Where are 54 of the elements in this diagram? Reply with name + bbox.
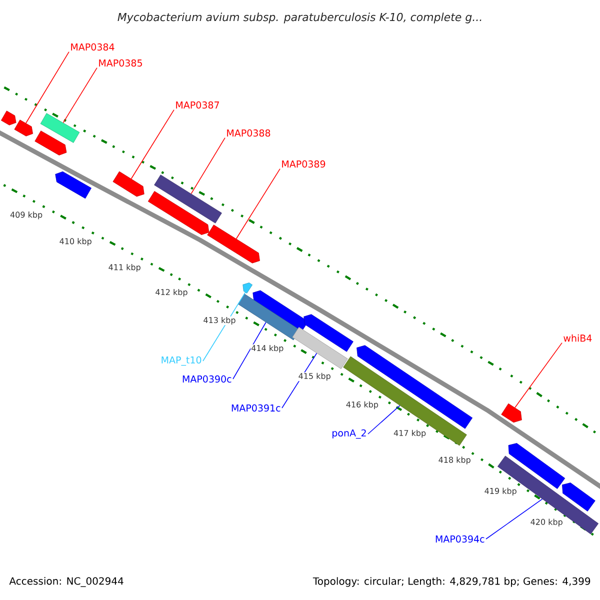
scale-label: 418 kbp [438,456,472,465]
footer-text: Topology: circular; Length: 4,829,781 bp; Genes: 4,399 [312,577,590,587]
gene-label: MAP0390c [182,375,232,383]
scale-label: 416 kbp [345,400,379,410]
gene-label: MAP0388 [227,129,270,137]
scale-label: 411 kbp [108,264,142,272]
gene-feature [501,403,522,423]
gene-feature [34,130,67,156]
gene-label: MAP0391c [232,404,280,412]
gene-label: MAP0384 [71,43,114,51]
scale-label: 419 kbp [484,487,518,496]
gene-label: whiB4 [564,334,592,342]
gene-feature [497,456,599,534]
gene-label: MAP0389 [282,160,326,168]
leader-line [26,51,70,124]
scale-label: 409 kbp [10,211,44,220]
gene-feature [292,326,348,370]
gene-feature [562,482,596,512]
scale-label: 414 kbp [250,344,284,354]
gene-feature [40,113,80,143]
leader-line [486,498,543,540]
leader-line [368,405,400,434]
title: Mycobacterium avium subsp. paratuberculosis K-10, complete g... [118,12,482,24]
gene-feature [55,171,92,199]
scale-label: 410 kbp [58,238,92,246]
leader-line [514,342,562,408]
leader-line [236,168,280,240]
gene-feature [112,171,144,197]
scale-label: 417 kbp [393,429,427,438]
gene-label: MAP_t10 [162,356,202,366]
gene-feature [207,224,260,264]
scale-label: 415 kbp [298,372,332,382]
gene-label: MAP0385 [99,59,142,67]
gene-feature [242,282,253,294]
gene-label: ponA_2 [332,429,366,439]
leader-line [232,322,266,380]
gene-feature [508,443,566,489]
gene-label: MAP0394c [436,535,484,543]
scale-label: 413 kbp [202,316,236,326]
gene-feature [154,174,222,224]
gene-feature [148,191,210,235]
gene-feature [238,294,300,340]
scale-label: 412 kbp [154,288,188,298]
leader-line [130,109,174,180]
leader-line [202,292,246,362]
leader-line [62,67,98,124]
footer-text: Accession: NC_002944 [9,577,124,587]
gene-feature [252,290,308,332]
gene-label: MAP0387 [176,101,219,109]
scale-label: 420 kbp [530,518,564,527]
gene-feature [304,314,354,352]
leader-line [190,137,226,194]
gene-feature [14,120,33,136]
gene-feature [1,110,16,126]
